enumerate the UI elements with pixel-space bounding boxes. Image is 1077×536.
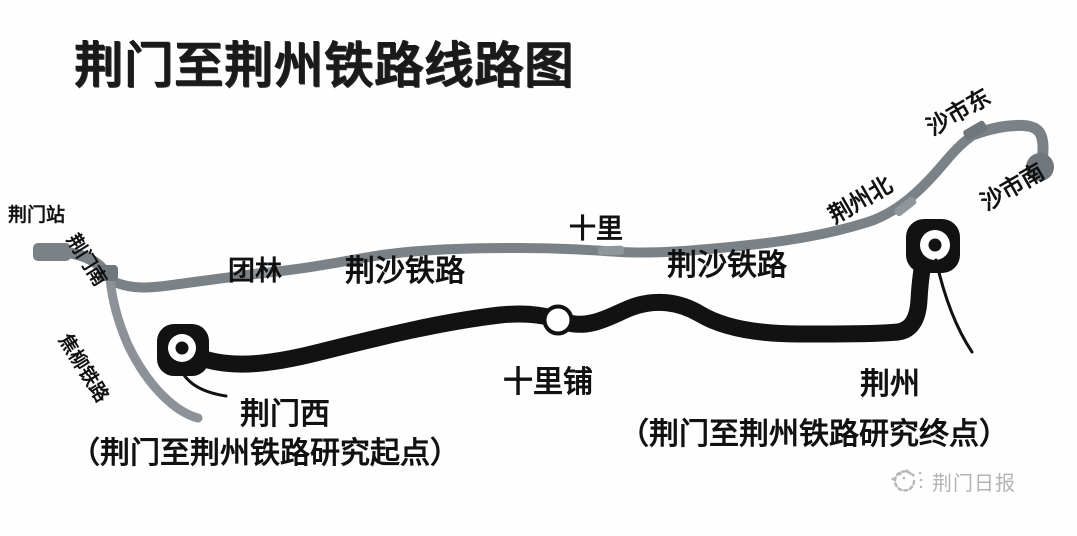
line-label-jingsha-railway-east: 荆沙铁路 <box>667 248 787 283</box>
planned-railway-line <box>157 219 960 376</box>
station-marker-shilipu <box>542 304 574 336</box>
segment-jingsha-main-east <box>615 129 980 258</box>
existing-railway-lines <box>33 119 1054 423</box>
page-title: 荆门至荆州铁路线路图 <box>74 37 575 94</box>
callout-leader-lines <box>176 258 974 398</box>
leader-jingmen-xi <box>176 361 228 398</box>
segment-jingsha-main-west <box>107 243 625 293</box>
leader-jingzhou <box>934 258 974 354</box>
station-marker-shashi-dong <box>963 120 988 141</box>
station-marker-jingzhou-bei <box>894 196 917 217</box>
annotation-start-point: （荆门至荆州铁路研究起点） <box>70 436 460 471</box>
station-terminus-jingzhou-dot <box>928 238 942 252</box>
station-label-shilipu: 十里铺 <box>503 365 593 400</box>
station-terminus-jingmen-xi-dot <box>175 341 189 355</box>
station-marker-tuanlin <box>252 267 279 278</box>
segment-jiaoliu-branch <box>105 273 203 423</box>
station-label-shili: 十里 <box>569 214 623 245</box>
station-label-jingmen-xi: 荆门西 <box>240 397 330 432</box>
annotation-end-point: （荆门至荆州铁路研究终点） <box>619 417 1009 452</box>
station-label-tuanlin: 团林 <box>228 256 282 287</box>
watermark-text: 荆门日报 <box>932 470 1016 495</box>
station-marker-jingmen-nan <box>98 265 118 281</box>
station-label-jingzhou: 荆州 <box>860 367 920 402</box>
station-marker-shili <box>597 245 625 256</box>
segment-planned-corridor <box>171 241 935 373</box>
wechat-official-account-icon <box>891 469 923 492</box>
station-label-jingmen-zhan: 荆门站 <box>8 204 66 226</box>
watermark: 荆门日报 <box>890 466 1016 496</box>
station-terminus-shashi-nan <box>1026 153 1054 181</box>
line-label-jingsha-railway-west: 荆沙铁路 <box>345 254 465 289</box>
